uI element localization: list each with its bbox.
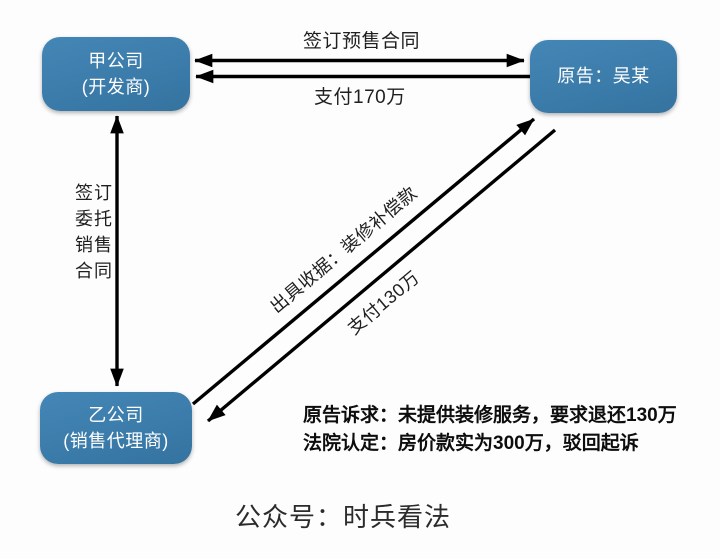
node-company-b: 乙公司 (销售代理商) — [40, 392, 192, 464]
pay-170-label: 支付170万 — [314, 87, 406, 108]
agency-contract-label-line: 合同 — [75, 261, 113, 281]
presale-contract-label: 签订预售合同 — [303, 31, 421, 52]
node-company-a-role: (开发商) — [81, 77, 151, 97]
plaintiff-claim-text: 原告诉求：未提供装修服务，要求退还130万 — [303, 405, 677, 426]
receipt-arrow — [191, 117, 536, 406]
case-notes: 原告诉求：未提供装修服务，要求退还130万 法院认定：房价款实为300万，驳回起… — [303, 402, 677, 458]
node-company-b-name: 乙公司 — [88, 404, 144, 425]
node-company-a-name: 甲公司 — [88, 50, 144, 71]
pay-130-arrow — [206, 128, 557, 423]
node-plaintiff: 原告：吴某 — [530, 40, 677, 113]
footer-account-label: 公众号：时兵看法 — [234, 502, 451, 532]
agency-contract-label-line: 销售 — [75, 235, 113, 255]
node-plaintiff-label: 原告：吴某 — [557, 66, 650, 87]
agency-contract-label-line: 委托 — [75, 209, 113, 229]
node-company-b-role: (销售代理商) — [63, 431, 169, 451]
agency-contract-label-line: 签订 — [75, 183, 113, 203]
node-company-a: 甲公司 (开发商) — [42, 37, 190, 111]
agency-contract-label: 签订 委托 销售 合同 — [75, 180, 113, 284]
court-ruling-text: 法院认定：房价款实为300万，驳回起诉 — [303, 433, 639, 454]
